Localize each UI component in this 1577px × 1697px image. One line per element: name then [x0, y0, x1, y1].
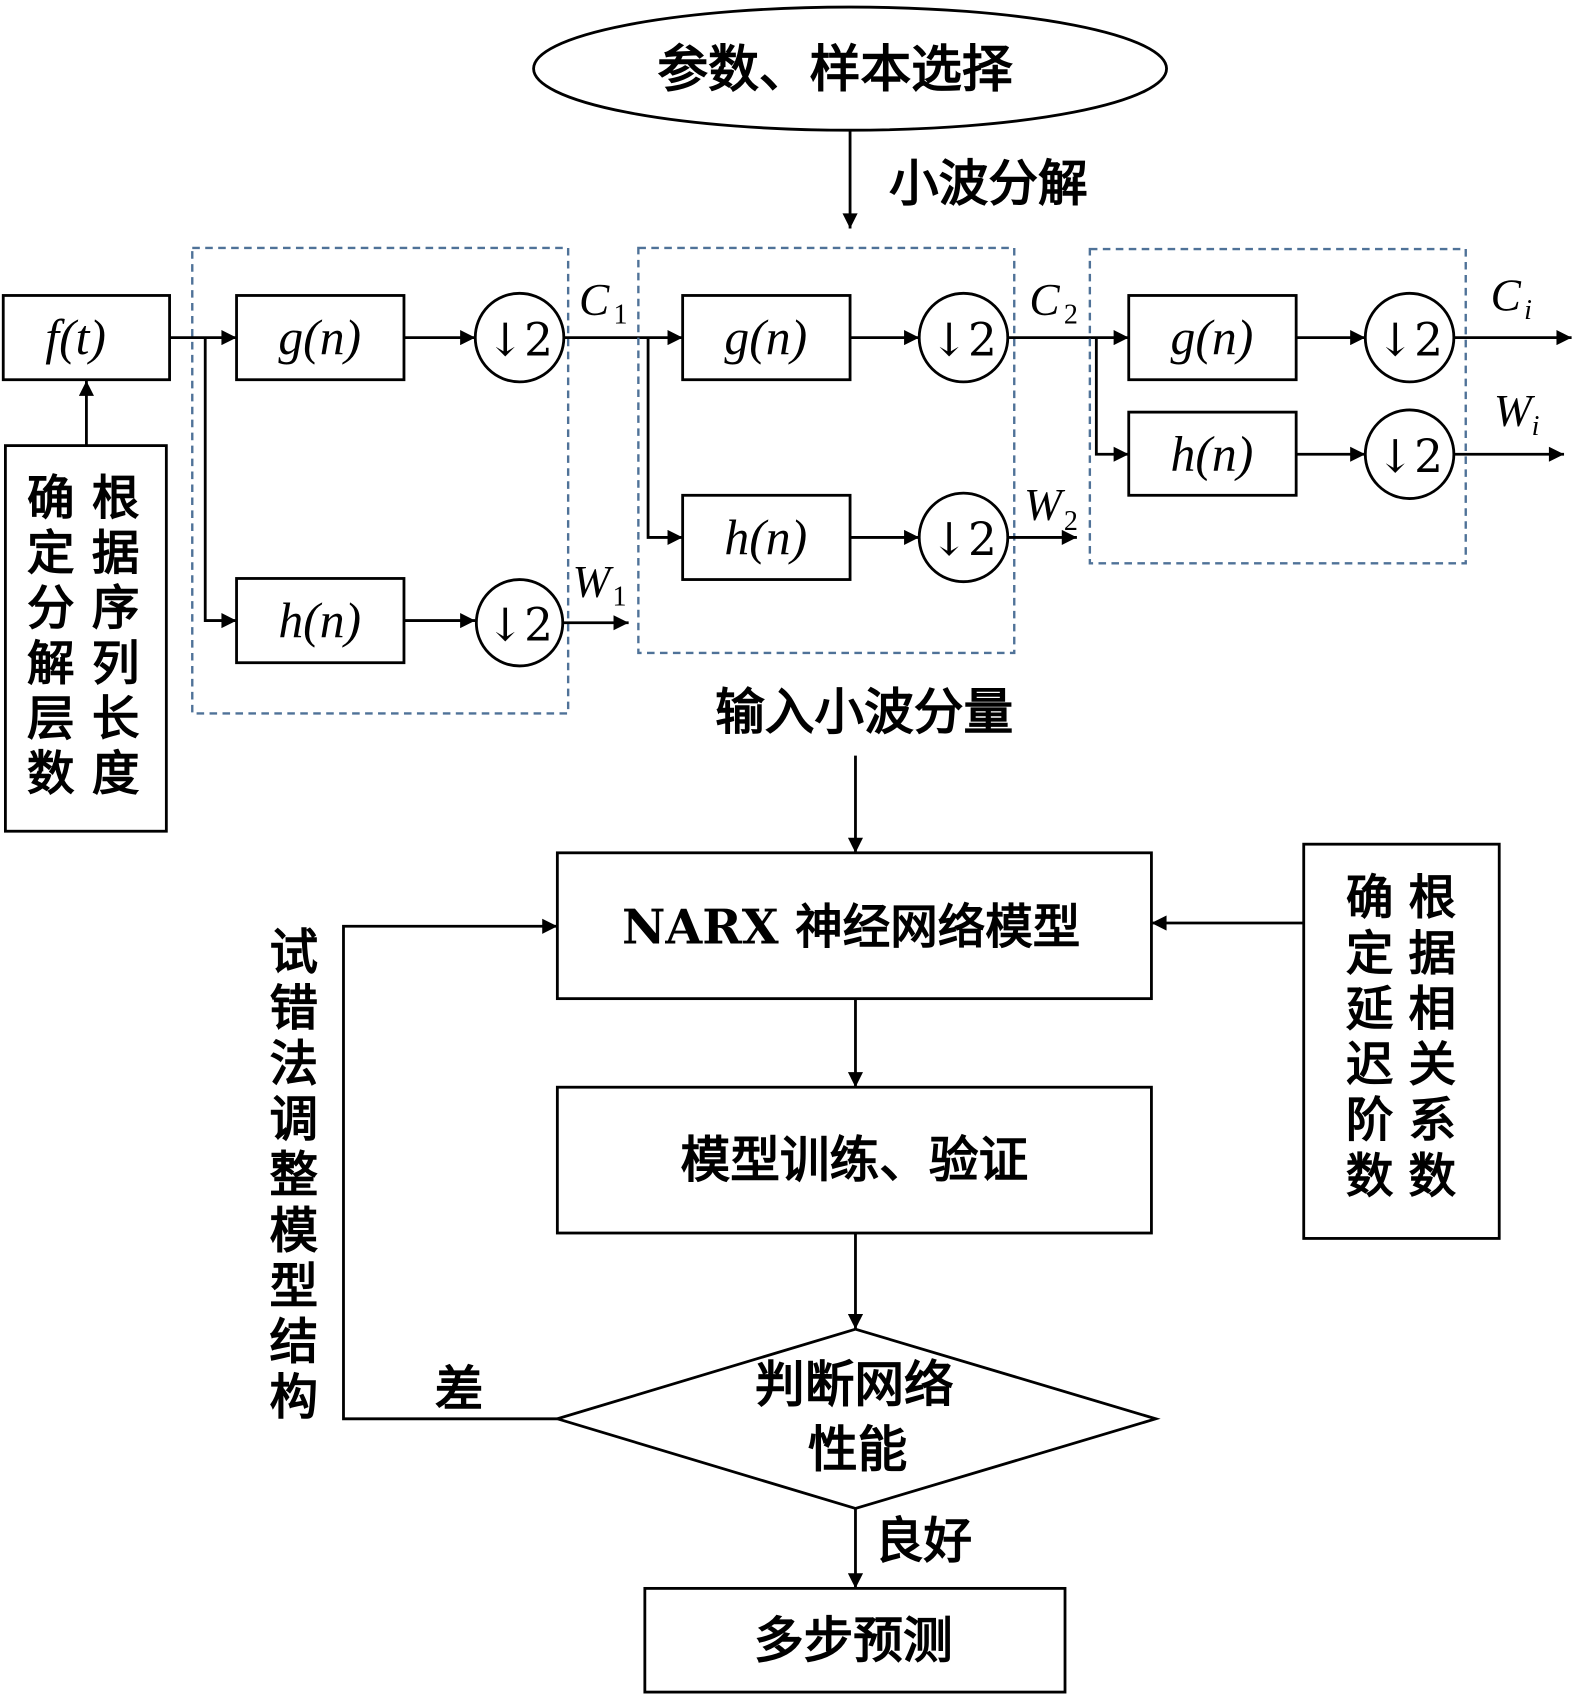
approx-i-symbol: C: [1491, 271, 1522, 321]
downsample-high-1: [474, 578, 565, 668]
delay-note-right-column: 根据相关系数: [1409, 870, 1457, 1204]
multistep-forecast-label: 多步预测: [754, 1611, 953, 1670]
arrow-approx-2-to-highpass-i: [1094, 337, 1129, 462]
stage-1-frame: [191, 246, 570, 715]
level-note-left-column: 确定分解层数: [27, 471, 75, 802]
level-note-right-column: 根据序列长度: [92, 471, 140, 802]
approx-i-index: i: [1524, 295, 1532, 326]
signal-box: [1, 294, 171, 382]
arrow-approx-1-to-highpass-2: [646, 337, 683, 545]
highpass-filter-2: [681, 493, 852, 581]
detail-1-symbol: W: [572, 557, 614, 607]
lowpass-filter-i-label: g(n): [1171, 310, 1254, 365]
lowpass-filter-1: [235, 294, 406, 382]
approx-1-symbol: C: [579, 275, 610, 325]
highpass-filter-i: [1127, 410, 1298, 497]
detail-i-index: i: [1532, 411, 1540, 442]
stage-2-frame: [637, 246, 1016, 655]
detail-2-symbol: W: [1024, 480, 1066, 530]
approx-2-symbol: C: [1029, 275, 1060, 325]
detail-2-index: 2: [1064, 506, 1078, 537]
decision-label-line-2: 性能: [808, 1420, 907, 1479]
lowpass-filter-2-label: g(n): [724, 310, 807, 365]
adjust-structure-note: 试错法调整模型结构: [269, 924, 318, 1426]
approx-2-index: 2: [1064, 300, 1078, 331]
detail-1-index: 1: [612, 581, 626, 612]
arrow-signal-to-highpass-1: [203, 337, 237, 629]
downsample-high-1-label: ↓2: [486, 598, 553, 651]
decompose-label: 小波分解: [889, 154, 1088, 213]
downsample-low-2-label: ↓2: [930, 313, 997, 366]
signal-box-label: f(t): [45, 310, 106, 365]
delay-note-box: [1302, 842, 1501, 1240]
input-components-label: 输入小波分量: [715, 682, 1013, 741]
multistep-forecast-box: [643, 1586, 1067, 1694]
highpass-filter-i-label: h(n): [1171, 427, 1254, 482]
downsample-high-i-label: ↓2: [1376, 430, 1443, 483]
downsample-low-i-label: ↓2: [1376, 313, 1443, 366]
highpass-filter-2-label: h(n): [724, 510, 807, 565]
detail-i-symbol: W: [1494, 386, 1536, 436]
narx-model-label: NARX 神经网络模型: [622, 899, 1080, 955]
downsample-low-1-label: ↓2: [486, 313, 553, 366]
lowpass-filter-1-label: g(n): [278, 310, 361, 365]
arrow-feedback-to-model: [342, 918, 558, 1421]
start-node-label: 参数、样本选择: [657, 39, 1013, 99]
poor-branch-label: 差: [435, 1361, 484, 1418]
train-validate-label: 模型训练、验证: [681, 1130, 1029, 1189]
decision-label-line-1: 判断网络: [755, 1355, 954, 1414]
delay-note-left-column: 确定延迟阶数: [1346, 870, 1394, 1204]
downsample-high-2-label: ↓2: [930, 513, 997, 566]
approx-1-index: 1: [614, 300, 628, 331]
stage-i-frame: [1088, 247, 1467, 565]
train-validate-box: [555, 1085, 1153, 1235]
good-branch-label: 良好: [875, 1512, 972, 1569]
level-note-box: [3, 444, 168, 833]
highpass-filter-1-label: h(n): [278, 593, 361, 648]
